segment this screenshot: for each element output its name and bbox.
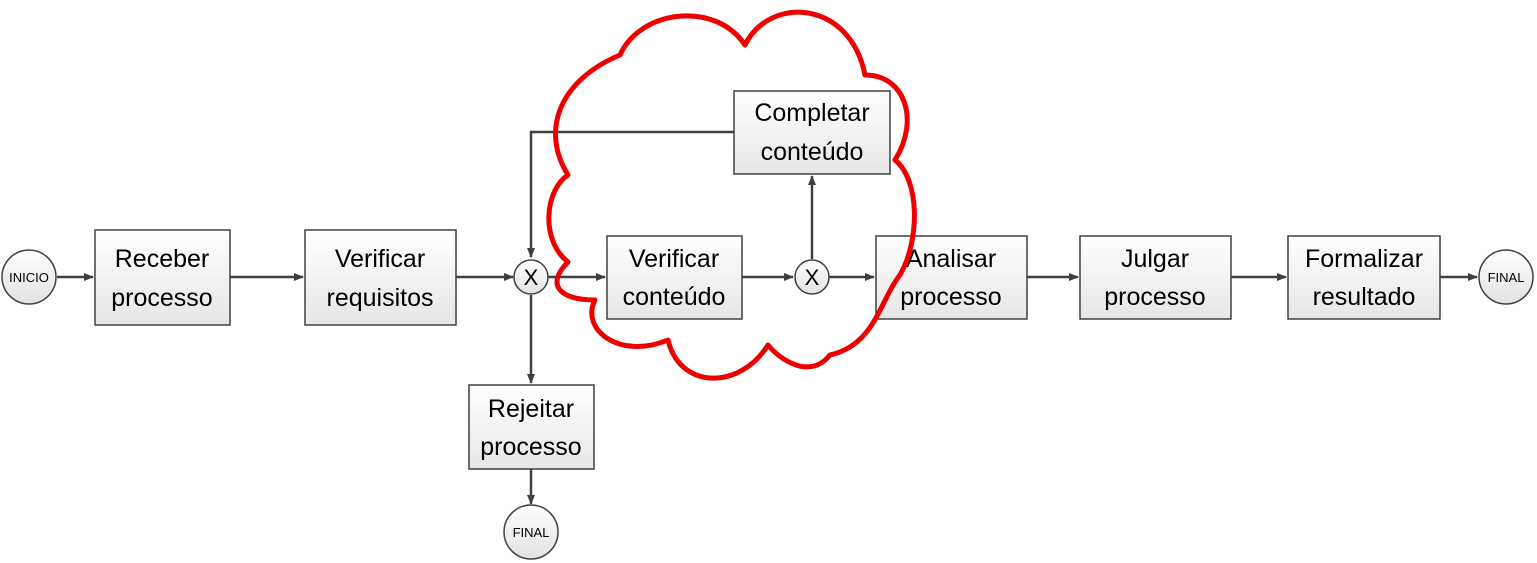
gateway-exclusive-1: X [513,259,549,295]
task-label-line: conteúdo [761,138,864,166]
task-completar-conteudo: Completar conteúdo [733,90,891,175]
task-label-line: Receber [115,245,210,273]
task-verificar-conteudo: Verificar conteúdo [606,235,743,320]
task-label-line: Verificar [335,245,425,273]
task-julgar-processo: Julgar processo [1079,235,1232,320]
task-receber-processo: Receber processo [94,229,231,326]
task-label-line: processo [1104,283,1205,311]
event-label: INICIO [9,270,49,285]
task-label-line: processo [111,284,212,312]
task-label-line: processo [900,283,1001,311]
gateway-label: X [524,265,539,290]
task-label-line: Julgar [1121,245,1189,273]
task-label-line: requisitos [327,284,434,312]
task-label-line: resultado [1313,283,1416,311]
task-label-line: Rejeitar [488,395,574,423]
end-event-main: FINAL [1478,249,1534,305]
task-rejeitar-processo: Rejeitar processo [468,384,595,470]
gateway-label: X [805,265,820,290]
edge-completar-to-gateway-1 [527,130,734,258]
task-label-line: Formalizar [1305,245,1423,273]
task-label-line: Analisar [906,245,996,273]
task-formalizar-resultado: Formalizar resultado [1287,235,1441,320]
task-label-line: Completar [754,99,869,127]
start-event: INICIO [1,249,57,305]
task-analisar-processo: Analisar processo [875,235,1028,320]
task-label-line: Verificar [629,245,719,273]
highlight-cloud [546,9,917,381]
event-label: FINAL [513,525,550,540]
task-label-line: conteúdo [623,283,726,311]
end-event-reject: FINAL [503,504,559,560]
event-label: FINAL [1488,270,1525,285]
gateway-exclusive-2: X [794,259,830,295]
task-verificar-requisitos: Verificar requisitos [304,229,457,326]
task-label-line: processo [480,433,581,461]
edges [57,130,1478,505]
